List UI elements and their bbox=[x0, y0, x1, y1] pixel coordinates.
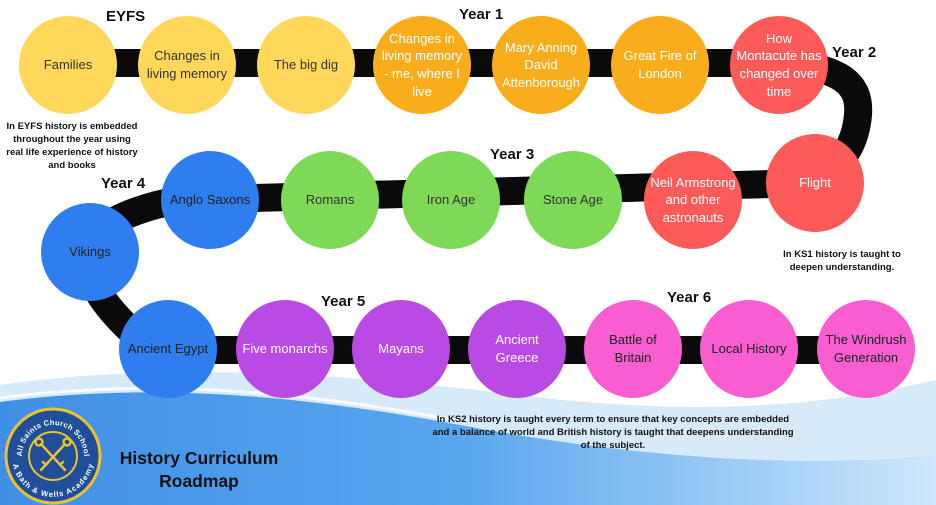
topic-how-montacute-has-changed: How Montacute has changed over time bbox=[730, 16, 828, 114]
year-label-1: Year 1 bbox=[459, 6, 504, 23]
year-label-5: Year 5 bbox=[321, 293, 366, 310]
ks1-note: In KS1 history is taught to deepen under… bbox=[783, 249, 901, 274]
wave-highlight bbox=[0, 386, 461, 423]
crossed-keys-icon bbox=[34, 437, 72, 472]
ks2-note: In KS2 history is taught every term to e… bbox=[432, 414, 794, 452]
topic-local-history: Local History bbox=[700, 300, 798, 398]
topic-five-monarchs: Five monarchs bbox=[236, 300, 334, 398]
year-label-3: Year 3 bbox=[490, 146, 535, 163]
year-label-4: Year 4 bbox=[101, 175, 146, 192]
topic-vikings: Vikings bbox=[41, 203, 139, 301]
topic-great-fire-of-london: Great Fire of London bbox=[611, 16, 709, 114]
year-label-6: Year 6 bbox=[667, 289, 712, 306]
year-label-2: Year 2 bbox=[832, 44, 877, 61]
title-line-1: History Curriculum bbox=[119, 448, 279, 468]
topic-battle-of-britain: Battle of Britain bbox=[584, 300, 682, 398]
title-line-2: Roadmap bbox=[159, 471, 239, 492]
topic-iron-age: Iron Age bbox=[402, 151, 500, 249]
topic-ancient-egypt: Ancient Egypt bbox=[119, 300, 217, 398]
topic-mary-anning-david-attenborough: Mary Anning David Attenborough bbox=[492, 16, 590, 114]
topic-ancient-greece: Ancient Greece bbox=[468, 300, 566, 398]
topic-changes-in-living-memory: Changes in living memory bbox=[138, 16, 236, 114]
topic-flight: Flight bbox=[766, 134, 864, 232]
school-crest-logo: All Saints Church School A Bath & Wells … bbox=[4, 407, 102, 505]
topic-changes-me-where-i-live: Changes in living memory - me, where I l… bbox=[373, 16, 471, 114]
topic-anglo-saxons: Anglo Saxons bbox=[161, 151, 259, 249]
year-label-eyfs: EYFS bbox=[106, 8, 146, 25]
eyfs-note: In EYFS history is embedded throughout t… bbox=[6, 121, 138, 172]
topic-the-windrush-generation: The Windrush Generation bbox=[817, 300, 915, 398]
topic-neil-armstrong: Neil Armstrong and other astronauts bbox=[644, 151, 742, 249]
topic-the-big-dig: The big dig bbox=[257, 16, 355, 114]
wave-main bbox=[0, 392, 936, 505]
topic-families: Families bbox=[19, 16, 117, 114]
topic-romans: Romans bbox=[281, 151, 379, 249]
topic-stone-age: Stone Age bbox=[524, 151, 622, 249]
page-title: History Curriculum Roadmap bbox=[104, 447, 294, 494]
topic-mayans: Mayans bbox=[352, 300, 450, 398]
